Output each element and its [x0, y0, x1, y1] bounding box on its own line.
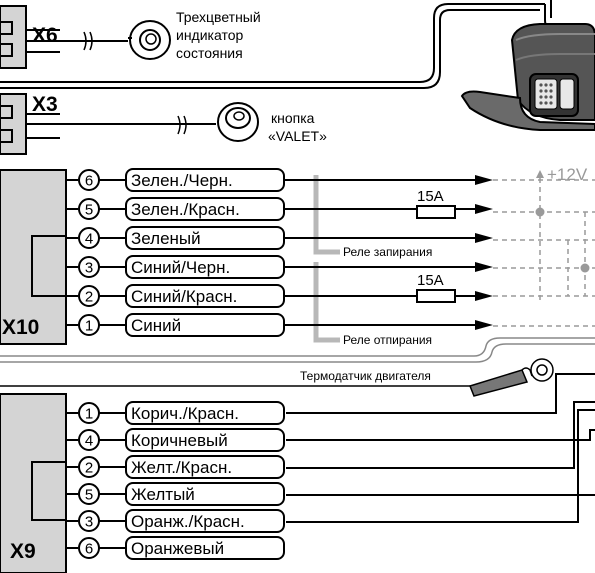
wire-row: 2 Желт./Красн. [66, 455, 285, 479]
x3-connector [0, 93, 27, 155]
wire-color-label: Коричневый [131, 431, 228, 450]
wire-row: 3 Синий/Черн. [66, 255, 493, 279]
arrow-icon [475, 233, 493, 243]
x10-label: X10 [2, 316, 39, 339]
fuse-2-label: 15A [417, 272, 444, 289]
sensor-label: Термодатчик двигателя [300, 369, 431, 383]
wire-color-label: Корич./Красн. [131, 404, 239, 423]
x6-connector [0, 5, 27, 69]
x6-label: X6 [32, 24, 58, 47]
wire-color-label: Зеленый [131, 229, 201, 248]
valet-caption-1: кнопка [271, 110, 315, 126]
x9-routing-wires [286, 373, 595, 523]
pin-number: 5 [85, 487, 93, 504]
wire-color-label: Зелен./Черн. [131, 171, 233, 190]
wire-row: 2 Синий/Красн. [66, 284, 493, 308]
module-cable-outer [0, 3, 545, 83]
pin-number: 6 [85, 541, 93, 558]
x10-latch [31, 235, 66, 297]
wire-row: 1 Корич./Красн. [66, 401, 285, 425]
wire-color-label: Желт./Красн. [131, 458, 232, 477]
cable-divider-1 [0, 337, 595, 357]
x9-connector-group: X9 1 Корич./Красн. 4 Коричневый 2 Желт./Красн… [0, 393, 285, 573]
voltage-label: +12V [547, 165, 588, 184]
module-cable-inner [0, 9, 540, 89]
x3-pins [0, 105, 13, 143]
x3-cable-break [177, 115, 187, 135]
wire-label-box [125, 428, 285, 452]
indicator-caption-3: состояния [176, 45, 243, 61]
wire-row: 4 Зеленый [66, 226, 493, 250]
arrow-icon [475, 291, 493, 301]
module-icon [460, 0, 595, 131]
pin-number: 2 [85, 460, 93, 477]
unlock-relay-label: Реле отпирания [343, 333, 432, 347]
wire-color-label: Синий [131, 316, 181, 335]
x10-connector [0, 169, 67, 345]
indicator-caption-2: индикатор [176, 27, 243, 43]
x3-connector-group: X3 кнопка «VALET» [0, 93, 327, 155]
wire-row: 3 Оранж./Красн. [66, 509, 285, 533]
pin-number: 4 [85, 433, 93, 450]
valet-caption-2: «VALET» [268, 128, 327, 144]
pin-number: 3 [85, 514, 93, 531]
fuse-1-label: 15A [417, 188, 444, 205]
x9-latch [31, 461, 66, 521]
pin-number: 2 [85, 289, 93, 306]
voltage-arrow-icon [536, 170, 544, 178]
arrow-icon [475, 262, 493, 272]
valet-button-icon [217, 102, 259, 142]
wire-row: 1 Синий [66, 313, 493, 337]
wire-row: 5 Желтый [66, 482, 285, 506]
unlock-relay-bracket [313, 262, 340, 343]
thermo-sensor-icon [469, 358, 554, 397]
x10-connector-group: X10 6 Зелен./Черн. 5 Зелен./Красн. 4 Зеленый 3… [0, 168, 493, 345]
pin-number: 4 [85, 231, 93, 248]
wire-label-box [125, 455, 285, 479]
wire-row: 5 Зелен./Красн. [66, 197, 493, 221]
wire-color-label: Зелен./Красн. [131, 200, 240, 219]
wire-label-box [125, 509, 285, 533]
lock-relay-label: Реле запирания [343, 245, 432, 259]
wire-row: 6 Оранжевый [66, 536, 285, 560]
pin-number: 6 [85, 173, 93, 190]
x9-label: X9 [10, 540, 36, 563]
wire-color-label: Оранж./Красн. [131, 512, 245, 531]
wire-label-box [125, 482, 285, 506]
indicator-caption-1: Трехцветный [176, 9, 261, 25]
lock-relay-bracket [313, 175, 340, 255]
pin-number: 3 [85, 260, 93, 277]
x6-cable-break [83, 31, 93, 51]
cable-divider-2 [0, 343, 595, 363]
arrow-icon [475, 320, 493, 330]
x3-label: X3 [32, 93, 58, 116]
x9-wire-rows: 1 Корич./Красн. 4 Коричневый 2 Желт./Красн. 5 Ж… [66, 401, 285, 560]
wire-label-box [125, 536, 285, 560]
wire-row: 6 Зелен./Черн. [66, 168, 493, 192]
relay-dashed-wiring [493, 178, 595, 327]
x6-pins [0, 21, 13, 57]
pin-number: 1 [85, 406, 93, 423]
wire-color-label: Синий/Черн. [131, 258, 230, 277]
fuse-2: 15A [416, 272, 456, 303]
wire-color-label: Оранжевый [131, 539, 224, 558]
x6-connector-group: X6 Трехцветный индикатор состояния [0, 5, 261, 69]
fuse-1: 15A [416, 188, 456, 219]
arrow-icon [475, 175, 493, 185]
indicator-led-icon [128, 20, 171, 60]
wire-color-label: Желтый [131, 485, 195, 504]
wire-label-box [125, 401, 285, 425]
pin-number: 1 [85, 318, 93, 335]
pin-number: 5 [85, 202, 93, 219]
arrow-icon [475, 204, 493, 214]
wire-color-label: Синий/Красн. [131, 287, 237, 306]
wire-row: 4 Коричневый [66, 428, 285, 452]
